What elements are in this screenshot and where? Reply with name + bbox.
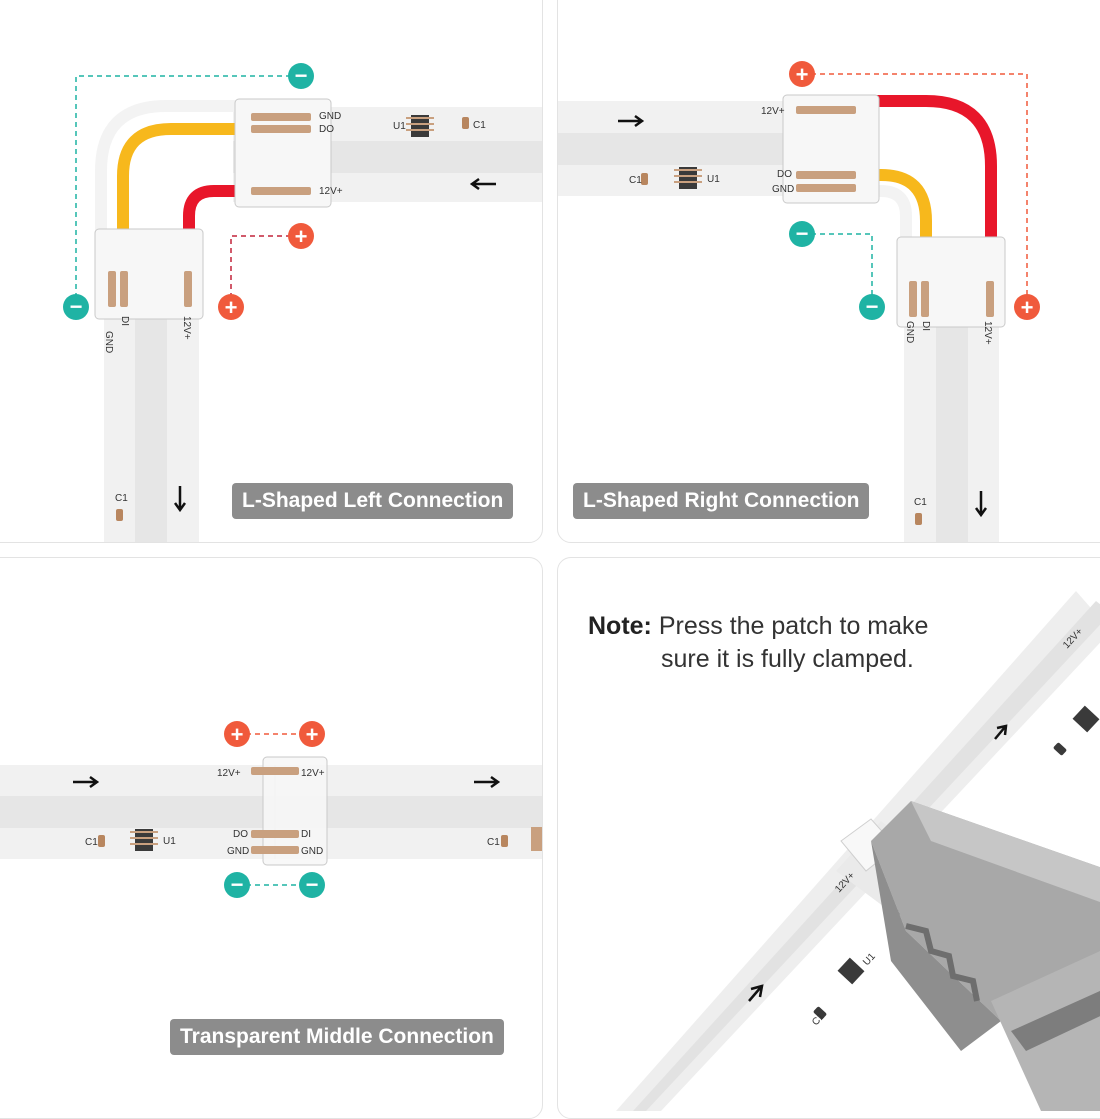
arrow-icon <box>748 984 764 1002</box>
yellow-wire <box>816 169 932 241</box>
panel-press-note: 12V+ 12V+ DO U1 C1 Note: Press the patch… <box>557 557 1100 1119</box>
minus-icon: − <box>859 294 885 320</box>
pin-label-gnd-out: GND <box>301 846 323 857</box>
press-note: Note: Press the patch to make sure it is… <box>588 610 928 676</box>
plus-icon: + <box>299 721 325 747</box>
pin-label-di: DI <box>301 829 311 840</box>
svg-text:−: − <box>231 872 244 897</box>
pin-label-do: DO <box>777 169 792 180</box>
panel-l-shaped-right: 12V+ DO GND GND DI 12V+ U1 C1 C1 + + − −… <box>557 0 1100 543</box>
svg-text:+: + <box>1021 295 1034 320</box>
label-c1: C1 <box>914 497 927 508</box>
label-u1: U1 <box>163 836 176 847</box>
pin-label-gnd-in: GND <box>227 846 249 857</box>
label-c1: C1 <box>85 837 98 848</box>
pin-label-gnd: GND <box>319 111 341 122</box>
capacitor <box>462 117 469 129</box>
plus-icon: + <box>218 294 244 320</box>
label-c1: C1 <box>115 493 128 504</box>
plus-icon: + <box>224 721 250 747</box>
white-wire <box>95 100 236 233</box>
label-u1: U1 <box>861 951 878 968</box>
minus-icon: − <box>288 63 314 89</box>
chip-icon <box>1072 705 1100 733</box>
pliers-diagram: 12V+ 12V+ DO U1 C1 <box>616 591 1100 1111</box>
plus-icon: + <box>288 223 314 249</box>
pin-label-12v: 12V+ <box>319 186 343 197</box>
minus-icon: − <box>789 221 815 247</box>
plus-icon: + <box>1014 294 1040 320</box>
caption-l-shaped-right: L-Shaped Right Connection <box>573 483 870 519</box>
chip-icon <box>406 115 434 137</box>
arrow-icon <box>994 724 1008 740</box>
middle-diagram: 12V+ 12V+ DO DI GND GND U1 C1 C1 + + − − <box>0 721 542 898</box>
arrow-icon <box>974 491 988 518</box>
note-line-2: sure it is fully clamped. <box>661 645 914 673</box>
pin-label-gnd-vertical: GND <box>904 321 915 343</box>
capacitor <box>116 509 123 521</box>
chip-icon <box>674 167 702 189</box>
positive-guide-line <box>802 73 1028 307</box>
capacitor <box>641 173 648 185</box>
note-line-1: Press the patch to make <box>658 612 929 640</box>
yellow-wire <box>117 123 236 233</box>
plus-icon: + <box>789 61 815 87</box>
svg-text:−: − <box>796 221 809 246</box>
red-wire <box>816 95 997 241</box>
label-c1: C1 <box>629 175 642 186</box>
arrow-icon <box>73 775 100 789</box>
svg-text:+: + <box>231 722 244 747</box>
svg-text:−: − <box>70 294 83 319</box>
svg-text:+: + <box>306 722 319 747</box>
capacitor <box>501 835 508 847</box>
label-u1: U1 <box>707 174 720 185</box>
pin-label-gnd: GND <box>772 184 794 195</box>
negative-guide-line <box>75 75 301 307</box>
capacitor <box>915 513 922 525</box>
pin-label-12v-vertical: 12V+ <box>982 321 993 345</box>
positive-guide-line <box>230 235 301 307</box>
chip-edge <box>531 827 542 851</box>
pin-label-di: DI <box>920 321 931 331</box>
panel-transparent-middle: 12V+ 12V+ DO DI GND GND U1 C1 C1 + + − −… <box>0 557 543 1119</box>
svg-text:+: + <box>796 62 809 87</box>
svg-text:−: − <box>295 63 308 88</box>
svg-text:+: + <box>225 295 238 320</box>
white-wire <box>816 185 912 241</box>
pin-label-12v-in: 12V+ <box>217 768 241 779</box>
l-right-diagram: 12V+ DO GND GND DI 12V+ U1 C1 C1 + + − − <box>558 61 1040 542</box>
panel-l-shaped-left: GND DO 12V+ GND DI 12V+ U1 C1 C1 − − + +… <box>0 0 543 543</box>
svg-text:−: − <box>306 872 319 897</box>
red-wire <box>183 185 236 233</box>
pin-label-do: DO <box>319 124 334 135</box>
label-u1: U1 <box>393 121 406 132</box>
pin-label-12v-vertical: 12V+ <box>181 316 192 340</box>
minus-icon: − <box>299 872 325 898</box>
minus-icon: − <box>224 872 250 898</box>
negative-guide-line <box>802 233 873 307</box>
pin-label-di: DI <box>119 316 130 326</box>
chip-icon <box>130 829 158 851</box>
svg-text:−: − <box>866 294 879 319</box>
chip-icon <box>837 957 865 985</box>
arrow-icon <box>469 177 496 191</box>
caption-transparent-middle: Transparent Middle Connection <box>170 1019 504 1055</box>
arrow-icon <box>173 486 187 513</box>
pin-label-do: DO <box>233 829 248 840</box>
pin-label-gnd-vertical: GND <box>103 331 114 353</box>
arrow-icon <box>474 775 501 789</box>
l-left-diagram: GND DO 12V+ GND DI 12V+ U1 C1 C1 − − + + <box>63 63 542 542</box>
capacitor <box>98 835 105 847</box>
label-c1: C1 <box>487 837 500 848</box>
arrow-icon <box>618 114 645 128</box>
svg-text:+: + <box>295 224 308 249</box>
caption-l-shaped-left: L-Shaped Left Connection <box>232 483 514 519</box>
note-label: Note: <box>588 612 652 640</box>
label-c1: C1 <box>473 120 486 131</box>
minus-icon: − <box>63 294 89 320</box>
pliers-icon <box>871 801 1100 1111</box>
pin-label-12v: 12V+ <box>761 106 785 117</box>
pin-label-12v-out: 12V+ <box>301 768 325 779</box>
